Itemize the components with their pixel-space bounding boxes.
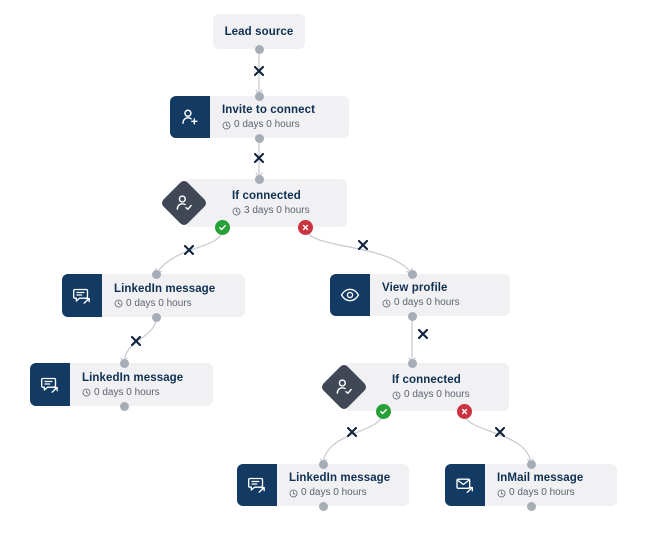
node-title: View profile <box>382 282 448 294</box>
node-title: LinkedIn message <box>289 472 391 484</box>
node-duration: 0 days 0 hours <box>394 297 460 308</box>
node-title: Invite to connect <box>222 104 316 116</box>
node-subtitle-row: 0 days 0 hours <box>222 119 349 131</box>
node-if-connected-2[interactable]: If connected 0 days 0 hours <box>319 358 509 419</box>
node-output-port[interactable] <box>151 312 161 322</box>
node-output-port[interactable] <box>119 401 129 411</box>
chat-bubble-arrow-icon <box>30 363 70 406</box>
node-lead-source[interactable]: Lead source <box>213 14 305 54</box>
yes-branch-badge[interactable] <box>376 403 391 419</box>
node-input-port[interactable] <box>254 174 264 184</box>
node-duration: 0 days 0 hours <box>234 119 300 130</box>
no-branch-badge[interactable] <box>457 403 472 419</box>
user-plus-icon <box>170 96 210 138</box>
node-body: InMail message 0 days 0 hours <box>485 464 617 506</box>
clock-icon <box>392 391 401 400</box>
node-linkedin-message-1[interactable]: LinkedIn message 0 days 0 hours <box>62 269 245 322</box>
node-invite-to-connect[interactable]: Invite to connect 0 days 0 hours <box>170 91 349 143</box>
clock-icon <box>497 489 506 498</box>
node-body: If connected 3 days 0 hours <box>184 179 347 227</box>
node-input-port[interactable] <box>119 358 129 368</box>
edge-delete-icon[interactable] <box>129 334 143 348</box>
node-title: LinkedIn message <box>82 371 184 384</box>
node-input-port[interactable] <box>151 269 161 279</box>
chat-bubble-arrow-icon <box>237 464 277 506</box>
node-body: Invite to connect 0 days 0 hours <box>210 96 349 138</box>
node-if-connected-1[interactable]: If connected 3 days 0 hours <box>159 174 347 235</box>
node-duration: 3 days 0 hours <box>244 205 310 216</box>
clock-icon <box>114 299 123 308</box>
node-subtitle-row: 0 days 0 hours <box>289 487 409 499</box>
clock-icon <box>232 207 241 216</box>
node-duration: 0 days 0 hours <box>301 487 367 498</box>
node-input-port[interactable] <box>318 459 328 469</box>
node-duration: 0 days 0 hours <box>94 386 160 398</box>
node-output-port[interactable] <box>255 133 264 143</box>
node-subtitle-row: 0 days 0 hours <box>114 298 245 310</box>
edge-delete-icon[interactable] <box>416 327 430 341</box>
node-output-port[interactable] <box>318 501 328 511</box>
user-check-icon <box>174 193 194 213</box>
eye-icon <box>330 274 370 316</box>
clock-icon <box>382 299 391 308</box>
edge-delete-icon[interactable] <box>252 64 266 78</box>
edge-delete-icon[interactable] <box>493 425 507 439</box>
node-subtitle-row: 0 days 0 hours <box>392 389 509 401</box>
node-input-port[interactable] <box>255 91 264 101</box>
no-branch-badge[interactable] <box>298 219 313 235</box>
node-linkedin-message-2[interactable]: LinkedIn message 0 days 0 hours <box>30 358 213 411</box>
clock-icon <box>222 121 231 130</box>
clock-icon <box>289 489 298 498</box>
node-title: If connected <box>392 374 461 386</box>
node-subtitle-row: 0 days 0 hours <box>382 297 510 309</box>
condition-diamond <box>159 178 209 228</box>
edge-delete-icon[interactable] <box>345 425 359 439</box>
condition-diamond <box>319 362 369 412</box>
node-duration: 0 days 0 hours <box>404 389 470 400</box>
node-output-port[interactable] <box>526 501 536 511</box>
node-title: If connected <box>232 190 301 202</box>
node-linkedin-message-3[interactable]: LinkedIn message 0 days 0 hours <box>237 459 409 511</box>
node-body: View profile 0 days 0 hours <box>370 274 510 316</box>
node-input-port[interactable] <box>407 358 417 368</box>
node-subtitle-row: 3 days 0 hours <box>232 205 347 217</box>
node-body: LinkedIn message 0 days 0 hours <box>102 274 245 317</box>
node-view-profile[interactable]: View profile 0 days 0 hours <box>330 269 510 321</box>
node-subtitle-row: 0 days 0 hours <box>82 387 213 399</box>
node-output-port[interactable] <box>254 44 264 54</box>
node-title: InMail message <box>497 472 584 484</box>
node-duration: 0 days 0 hours <box>126 297 192 309</box>
envelope-arrow-icon <box>445 464 485 506</box>
node-body: Lead source <box>213 14 305 49</box>
edge-delete-icon[interactable] <box>252 151 266 165</box>
yes-branch-badge[interactable] <box>215 219 230 235</box>
edge-delete-icon[interactable] <box>356 238 370 252</box>
node-title: Lead source <box>224 25 294 38</box>
node-input-port[interactable] <box>407 269 417 279</box>
edge-delete-icon[interactable] <box>182 243 196 257</box>
user-check-icon <box>334 377 354 397</box>
node-body: LinkedIn message 0 days 0 hours <box>277 464 409 506</box>
node-body: LinkedIn message 0 days 0 hours <box>70 363 213 406</box>
node-output-port[interactable] <box>407 311 417 321</box>
clock-icon <box>82 388 91 397</box>
node-title: LinkedIn message <box>114 282 216 295</box>
node-input-port[interactable] <box>526 459 536 469</box>
node-duration: 0 days 0 hours <box>509 487 575 498</box>
node-body: If connected 0 days 0 hours <box>344 363 509 411</box>
node-inmail-message[interactable]: InMail message 0 days 0 hours <box>445 459 617 511</box>
node-subtitle-row: 0 days 0 hours <box>497 487 617 499</box>
chat-bubble-arrow-icon <box>62 274 102 317</box>
